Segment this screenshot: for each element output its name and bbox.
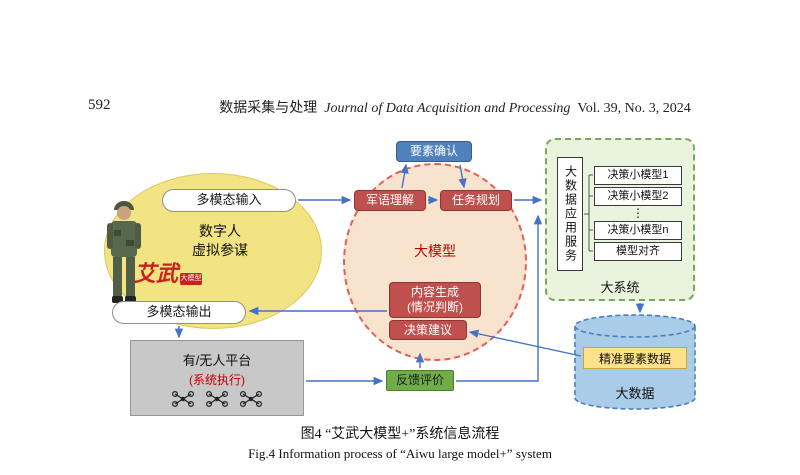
page-number: 592 bbox=[88, 97, 111, 113]
bigdata-label: 大数据 bbox=[615, 386, 655, 401]
content-generation-box: 内容生成 (情况判断) bbox=[389, 282, 481, 318]
decision-model-n-box: 决策小模型n bbox=[594, 221, 682, 240]
drone-icon bbox=[172, 391, 194, 407]
multimodal-output-pill: 多模态输出 bbox=[112, 301, 246, 324]
models-ellipsis: ⋮ bbox=[632, 205, 644, 220]
bigdata-service-box: 大数据应用服务 bbox=[557, 157, 583, 271]
aiwu-logo-badge: 大模型 bbox=[180, 273, 203, 285]
platform-title: 有/无人平台 bbox=[182, 353, 252, 368]
precise-data-box: 精准要素数据 bbox=[583, 347, 687, 369]
military-language-box: 军语理解 bbox=[354, 190, 426, 211]
journal-header: 数据采集与处理 Journal of Data Acquisition and P… bbox=[150, 97, 760, 117]
platform-box: 有/无人平台 (系统执行) bbox=[130, 340, 304, 416]
large-system-label: 大系统 bbox=[600, 280, 640, 295]
drone-icon bbox=[240, 391, 262, 407]
decision-model-2-box: 决策小模型2 bbox=[594, 187, 682, 206]
large-model-label: 大模型 bbox=[414, 243, 456, 259]
model-alignment-box: 模型对齐 bbox=[594, 242, 682, 261]
drone-row bbox=[131, 391, 303, 407]
task-planning-box: 任务规划 bbox=[440, 190, 512, 211]
figure-caption-cn: 图4 “艾武大模型+”系统信息流程 bbox=[300, 427, 500, 442]
journal-issue: Vol. 39, No. 3, 2024 bbox=[577, 101, 691, 116]
decision-advice-box: 决策建议 bbox=[389, 320, 467, 340]
multimodal-input-pill: 多模态输入 bbox=[162, 189, 296, 212]
feedback-evaluation-box: 反馈评价 bbox=[386, 370, 454, 391]
journal-title-en: Journal of Data Acquisition and Processi… bbox=[324, 101, 571, 116]
aiwu-logo: 艾武 大模型 bbox=[134, 261, 203, 286]
element-confirmation-box: 要素确认 bbox=[396, 141, 472, 162]
digital-human-label: 数字人 虚拟参谋 bbox=[192, 223, 248, 258]
system-execution-label: (系统执行) bbox=[189, 373, 245, 387]
figure-caption-en: Fig.4 Information process of “Aiwu large… bbox=[248, 446, 552, 461]
drone-icon bbox=[206, 391, 228, 407]
journal-title-cn: 数据采集与处理 bbox=[219, 101, 318, 116]
decision-model-1-box: 决策小模型1 bbox=[594, 166, 682, 185]
